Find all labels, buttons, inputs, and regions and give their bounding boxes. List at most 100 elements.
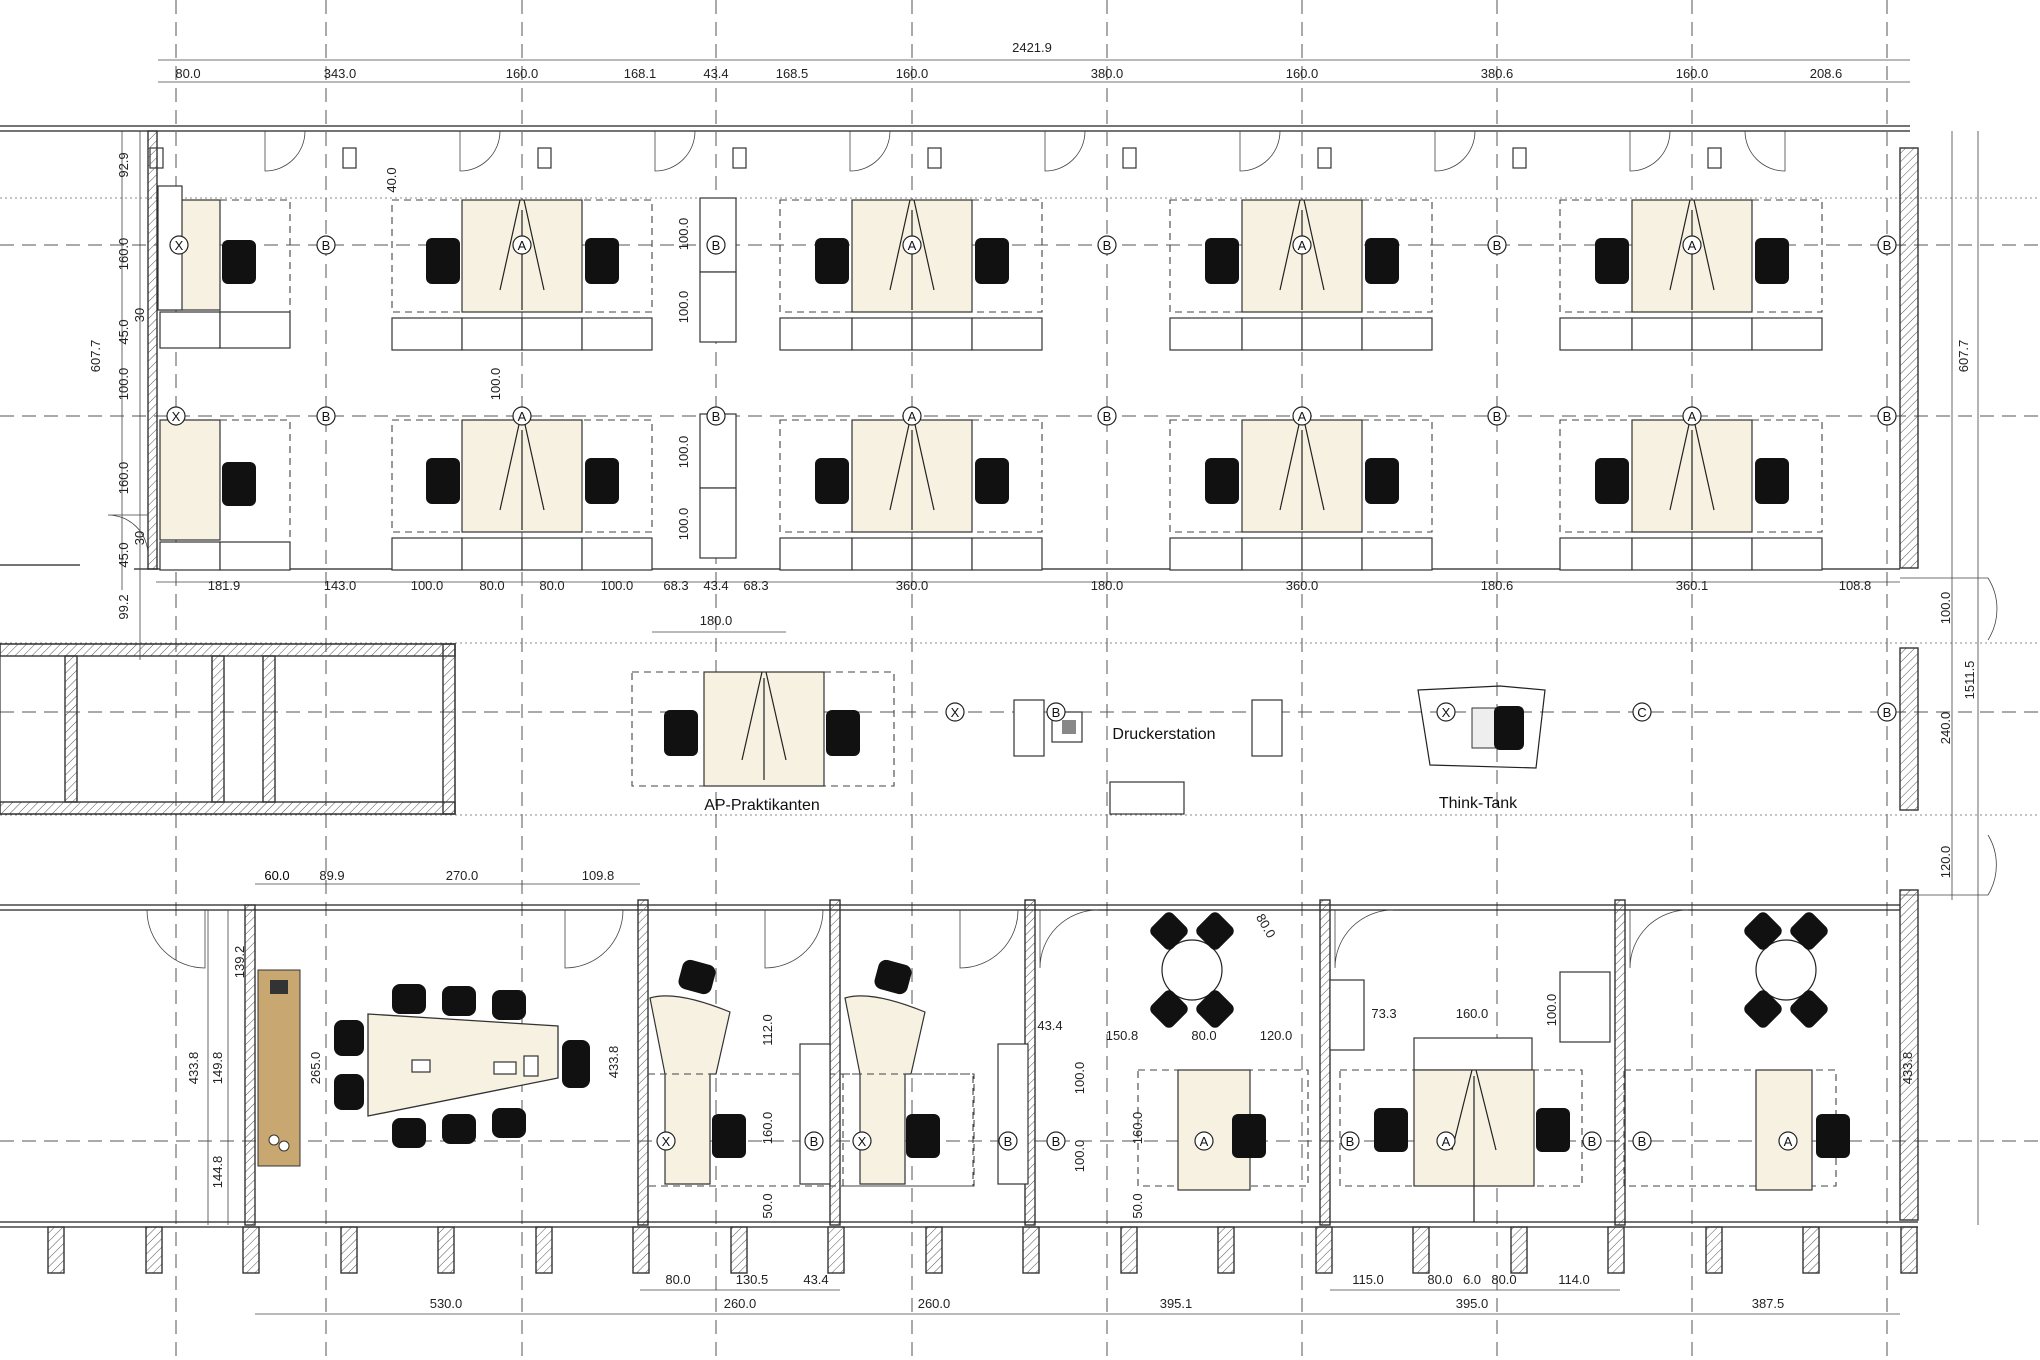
- svg-text:A: A: [1688, 238, 1697, 253]
- dim-label: 100.0: [488, 368, 503, 401]
- dim-label: 160.0: [1676, 66, 1709, 81]
- svg-text:B: B: [1883, 238, 1892, 253]
- dim-label: 60.0: [264, 868, 289, 883]
- svg-text:B: B: [1103, 409, 1112, 424]
- walls: [0, 125, 1919, 1274]
- svg-text:A: A: [518, 238, 527, 253]
- conference-table: [367, 1013, 559, 1117]
- dim-label: 43.4: [703, 66, 728, 81]
- dimension-lines: [121, 59, 1979, 1315]
- dim-label: 160.0: [116, 238, 131, 271]
- dim-label: 43.4: [703, 578, 728, 593]
- dim-label: 160.0: [760, 1112, 775, 1145]
- dim-label: 100.0: [1072, 1140, 1087, 1173]
- dim-label: 30: [132, 531, 147, 545]
- dim-label: 45.0: [116, 542, 131, 567]
- dim-label: 260.0: [724, 1296, 757, 1311]
- dim-label: 395.0: [1456, 1296, 1489, 1311]
- dim-label: 68.3: [743, 578, 768, 593]
- conference-room: [257, 969, 590, 1167]
- svg-text:A: A: [1442, 1134, 1451, 1149]
- chair: [815, 238, 849, 284]
- dim-label: 180.0: [1091, 578, 1124, 593]
- dim-label: 112.0: [760, 1014, 775, 1046]
- label-intern-area: AP-Praktikanten: [704, 797, 820, 814]
- dim-label: 100.0: [1544, 994, 1559, 1027]
- dim-label: 160.0: [1456, 1006, 1489, 1021]
- desk-cluster-3: [779, 199, 1043, 571]
- svg-text:A: A: [1200, 1134, 1209, 1149]
- dim-label: 115.0: [1352, 1272, 1384, 1287]
- dim-label: 30: [132, 308, 147, 322]
- dim-label: 180.6: [1481, 578, 1514, 593]
- dimension-labels: 2421.9 80.0 343.0 160.0 168.1 43.4 168.5…: [88, 40, 1977, 1311]
- svg-text:X: X: [858, 1134, 867, 1149]
- svg-text:B: B: [1588, 1134, 1597, 1149]
- dim-label: 108.8: [1839, 578, 1872, 593]
- dim-overall: 2421.9: [1012, 40, 1052, 55]
- dim-label: 160.0: [1286, 66, 1319, 81]
- chair: [975, 458, 1009, 504]
- dim-label: 120.0: [1260, 1028, 1293, 1043]
- dim-label: 100.0: [116, 368, 131, 401]
- dim-label: 80.0: [1253, 911, 1279, 940]
- intern-workstation: [631, 671, 895, 787]
- desk-cluster-2: [391, 199, 653, 571]
- dim-label: 100.0: [676, 291, 691, 324]
- chair: [815, 458, 849, 504]
- sideboard: [257, 969, 301, 1167]
- dim-label: 100.0: [1938, 592, 1953, 625]
- chair: [1205, 238, 1239, 284]
- dim-label: 50.0: [760, 1193, 775, 1218]
- svg-text:X: X: [172, 409, 181, 424]
- dim-label: 92.9: [116, 152, 131, 177]
- dim-label: 395.1: [1160, 1296, 1193, 1311]
- chair: [585, 458, 619, 504]
- chair: [1595, 458, 1629, 504]
- svg-text:B: B: [1493, 409, 1502, 424]
- desk-cluster-5: [1559, 199, 1823, 571]
- svg-text:B: B: [1883, 705, 1892, 720]
- dim-label: 607.7: [1956, 340, 1971, 373]
- dim-label: 360.1: [1676, 578, 1709, 593]
- svg-text:X: X: [662, 1134, 671, 1149]
- svg-text:B: B: [1493, 238, 1502, 253]
- dim-label: 168.1: [624, 66, 657, 81]
- svg-text:A: A: [1784, 1134, 1793, 1149]
- svg-text:B: B: [810, 1134, 819, 1149]
- chair: [426, 238, 460, 284]
- round-table: [1755, 939, 1817, 1001]
- dim-label: 180.0: [700, 613, 733, 628]
- dim-label: 260.0: [918, 1296, 951, 1311]
- dim-label: 265.0: [308, 1052, 323, 1085]
- grid-markers: X B A B A B A B A B X B A B A B A B A B …: [166, 235, 1897, 1151]
- chair: [1365, 238, 1399, 284]
- dim-label: 100.0: [411, 578, 444, 593]
- dim-label: 100.0: [1072, 1062, 1087, 1095]
- svg-text:A: A: [908, 238, 917, 253]
- office-room-2: [842, 959, 1029, 1187]
- svg-text:X: X: [1442, 705, 1451, 720]
- dim-label: 433.8: [1900, 1052, 1915, 1085]
- dim-label: 99.2: [116, 594, 131, 619]
- dim-label: 208.6: [1810, 66, 1843, 81]
- dim-label: 100.0: [676, 218, 691, 251]
- label-printer-station: Druckerstation: [1112, 726, 1215, 743]
- dim-label: 80.0: [1427, 1272, 1452, 1287]
- dim-label: 433.8: [606, 1046, 621, 1079]
- svg-text:A: A: [518, 409, 527, 424]
- dim-label: 80.0: [479, 578, 504, 593]
- dim-label: 160.0: [1130, 1112, 1145, 1145]
- dim-label: 50.0: [1130, 1193, 1145, 1218]
- cabinet-column: [699, 197, 737, 559]
- dim-label: 40.0: [384, 167, 399, 192]
- dim-label: 380.0: [1091, 66, 1124, 81]
- dim-label: 80.0: [665, 1272, 690, 1287]
- dim-label: 150.8: [1106, 1028, 1139, 1043]
- dim-label: 160.0: [896, 66, 929, 81]
- doors: [107, 130, 1998, 969]
- dim-label: 68.3: [663, 578, 688, 593]
- dim-label: 80.0: [539, 578, 564, 593]
- dim-label: 89.9: [319, 868, 344, 883]
